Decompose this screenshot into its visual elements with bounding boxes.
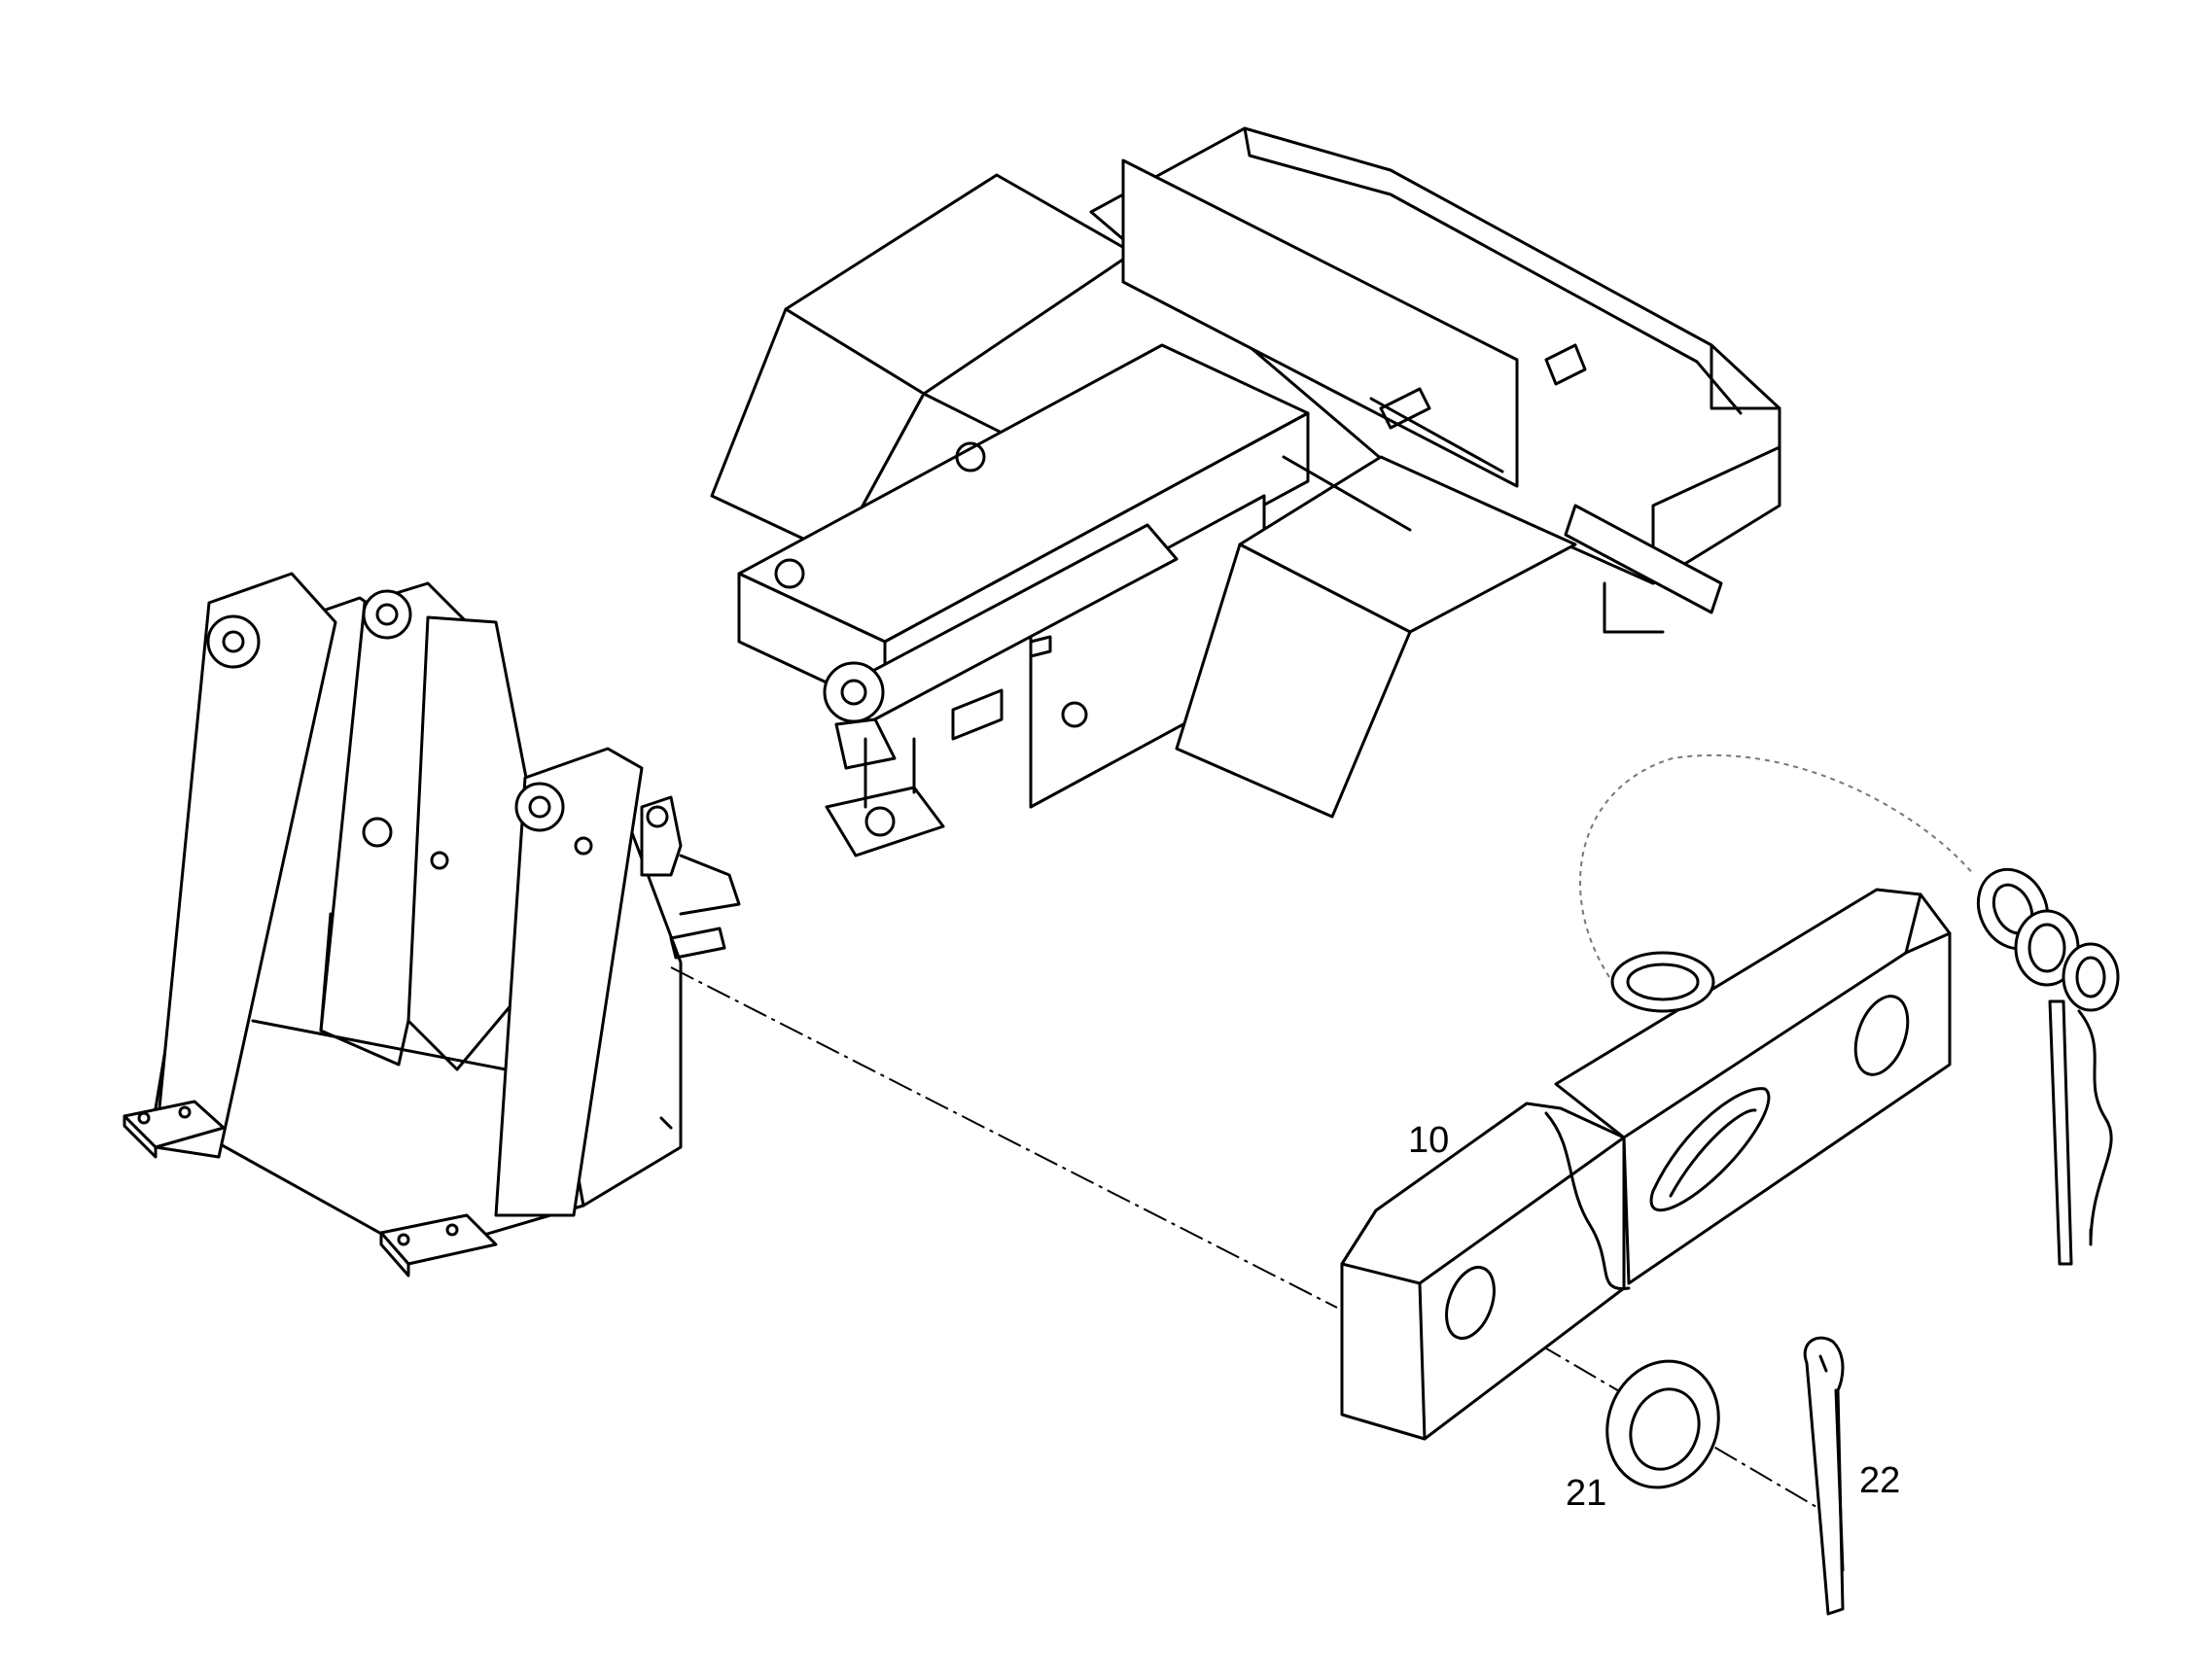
chain-tether xyxy=(1579,753,1975,978)
washer-part-21 xyxy=(1605,1359,1720,1489)
callout-label-22: 22 xyxy=(1859,1460,1900,1501)
callout-label-10: 10 xyxy=(1408,1120,1449,1161)
drawbar-part-10 xyxy=(1340,888,1952,1441)
assembly-center-line xyxy=(670,966,1338,1309)
cotter-pin-part-22 xyxy=(1803,1336,1845,1616)
retainer-ring xyxy=(1610,951,1715,1013)
tractor-rear-frame xyxy=(710,126,1781,858)
linch-pin-assembly xyxy=(1976,867,2120,1266)
callout-label-21: 21 xyxy=(1566,1473,1606,1514)
hitch-frame-assembly xyxy=(123,572,741,1278)
